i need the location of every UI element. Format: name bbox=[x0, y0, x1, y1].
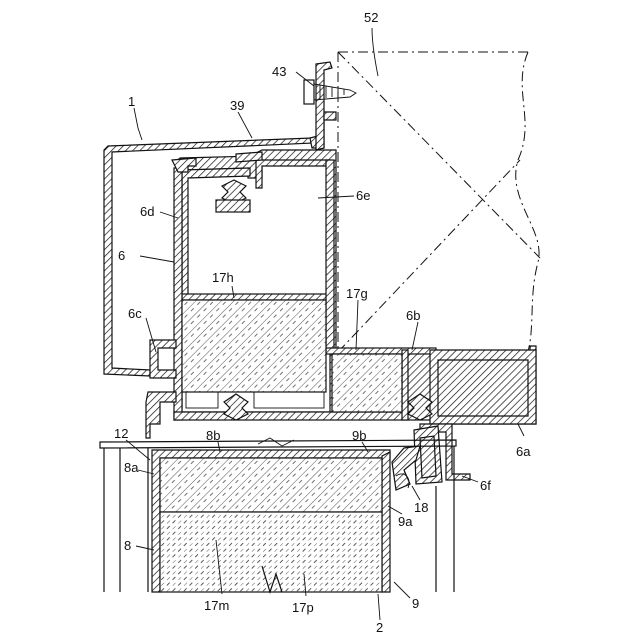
label-6b: 6b bbox=[406, 308, 420, 323]
insulation-block-17m bbox=[160, 458, 382, 512]
label-8: 8 bbox=[124, 538, 131, 553]
label-1: 1 bbox=[128, 94, 135, 109]
label-6f: 6f bbox=[480, 478, 491, 493]
insulation-block-17p bbox=[160, 512, 382, 592]
fixing-plate bbox=[316, 62, 336, 150]
label-43: 43 bbox=[272, 64, 286, 79]
label-18: 18 bbox=[414, 500, 428, 515]
label-6e: 6e bbox=[356, 188, 370, 203]
label-8a: 8a bbox=[124, 460, 139, 475]
label-6c: 6c bbox=[128, 306, 142, 321]
insulation-block-17g bbox=[332, 354, 402, 412]
label-6: 6 bbox=[118, 248, 125, 263]
label-6a: 6a bbox=[516, 444, 531, 459]
label-6d: 6d bbox=[140, 204, 154, 219]
label-8b: 8b bbox=[206, 428, 220, 443]
label-12: 12 bbox=[114, 426, 128, 441]
insulation-block-17h bbox=[182, 300, 326, 392]
label-9: 9 bbox=[412, 596, 419, 611]
label-17m: 17m bbox=[204, 598, 229, 613]
label-52: 52 bbox=[364, 10, 378, 25]
label-17p: 17p bbox=[292, 600, 314, 615]
label-9a: 9a bbox=[398, 514, 413, 529]
label-9b: 9b bbox=[352, 428, 366, 443]
screw bbox=[304, 80, 356, 104]
label-2: 2 bbox=[376, 620, 383, 635]
label-39: 39 bbox=[230, 98, 244, 113]
label-17g: 17g bbox=[346, 286, 368, 301]
label-17h: 17h bbox=[212, 270, 234, 285]
glass-panel bbox=[338, 52, 540, 358]
